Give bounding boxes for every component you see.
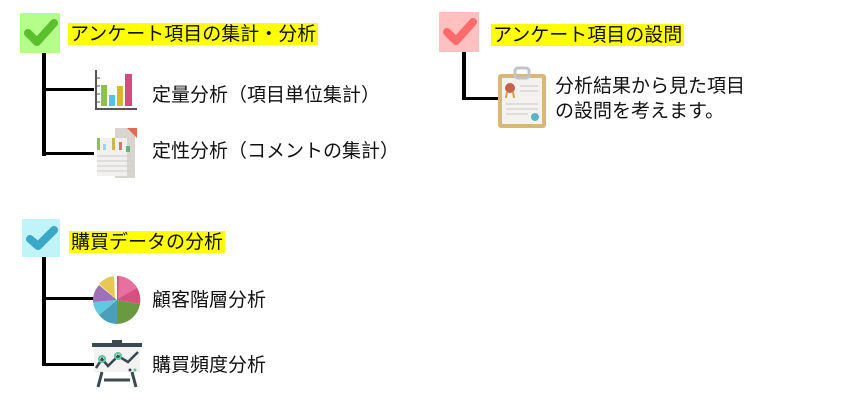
tree-branch — [42, 152, 94, 155]
item-label: の設問を考えます。 — [555, 100, 725, 122]
tree-line — [42, 53, 46, 156]
tree-branch — [42, 297, 94, 300]
pie-chart-icon — [92, 275, 142, 325]
checkmark-icon — [439, 12, 479, 52]
bar-chart-icon — [93, 70, 138, 112]
checkmark-icon — [22, 219, 60, 257]
presentation-board-icon — [92, 340, 142, 388]
tree-branch — [462, 97, 500, 100]
tree-line — [462, 52, 466, 100]
clipboard-certificate-icon — [498, 66, 546, 128]
item-label: 購買頻度分析 — [152, 354, 267, 376]
tree-branch — [42, 363, 94, 366]
item-label: 定量分析（項目単位集計） — [152, 84, 381, 106]
item-label: 分析結果から見た項目 — [555, 75, 746, 97]
item-label: 定性分析（コメントの集計） — [152, 140, 400, 162]
group-title: アンケート項目の設問 — [491, 24, 685, 46]
report-document-icon — [97, 128, 137, 178]
tree-line — [42, 257, 46, 366]
group-title: アンケート項目の集計・分析 — [68, 23, 319, 45]
tree-branch — [42, 88, 94, 91]
checkmark-icon — [20, 13, 60, 53]
group-title: 購買データの分析 — [69, 231, 226, 253]
item-label: 顧客階層分析 — [152, 289, 267, 311]
